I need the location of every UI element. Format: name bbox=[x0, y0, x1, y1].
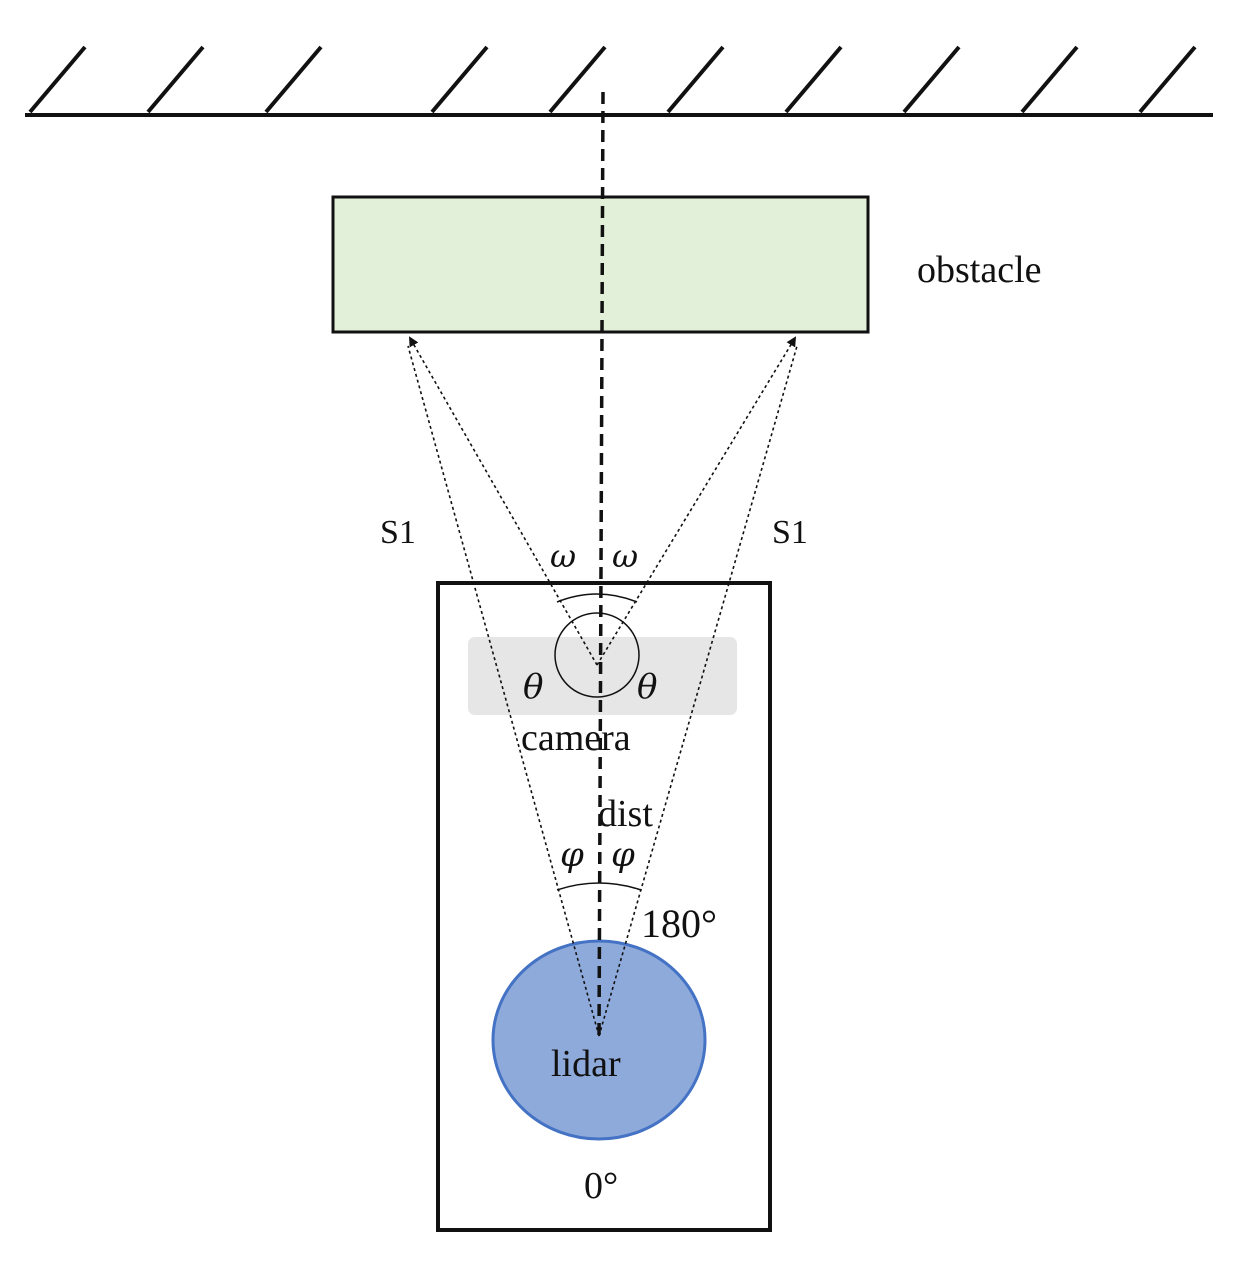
phi-left-label: φ bbox=[560, 835, 584, 875]
dist-label: dist bbox=[598, 793, 653, 835]
theta-left-label: θ bbox=[523, 667, 543, 707]
lidar-ray-left bbox=[407, 345, 600, 1037]
omega-arc bbox=[556, 593, 638, 603]
phi-right-label: φ bbox=[611, 835, 635, 875]
camera-fov-circle bbox=[554, 612, 640, 698]
angle-0-label: 0° bbox=[584, 1165, 618, 1207]
camera-block bbox=[468, 637, 737, 715]
robot-body bbox=[436, 581, 772, 1232]
camera-label: camera bbox=[521, 717, 631, 759]
lidar-label: lidar bbox=[551, 1043, 621, 1085]
obstacle-box bbox=[331, 195, 870, 334]
s1-left-label: S1 bbox=[380, 514, 416, 551]
wall-hatching bbox=[28, 45, 1197, 114]
s1-right-label: S1 bbox=[772, 514, 808, 551]
center-axis bbox=[597, 91, 605, 1043]
phi-arc bbox=[556, 882, 642, 891]
wall bbox=[25, 45, 1213, 117]
angle-180-label: 180° bbox=[641, 901, 717, 946]
lidar-disc bbox=[491, 939, 707, 1141]
omega-left-label: ω bbox=[550, 537, 576, 575]
camera-ray-left bbox=[409, 336, 598, 666]
obstacle-label: obstacle bbox=[917, 249, 1042, 291]
camera-ray-right bbox=[596, 336, 797, 666]
omega-right-label: ω bbox=[612, 537, 638, 575]
theta-right-label: θ bbox=[637, 667, 657, 707]
